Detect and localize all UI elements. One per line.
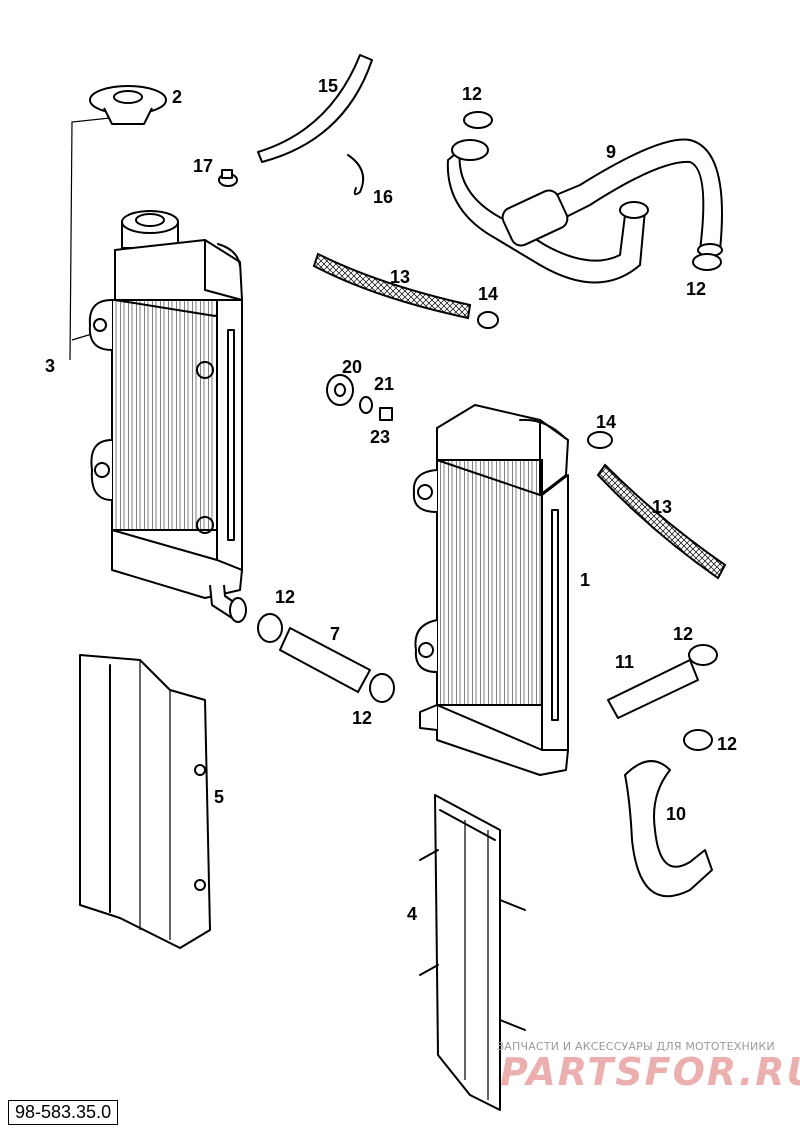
- right-radiator-part: [412, 404, 569, 776]
- callout-1: 1: [580, 570, 590, 590]
- callout-21: 21: [374, 374, 394, 394]
- callout-2: 2: [172, 87, 182, 107]
- left-radiator-part: [88, 210, 247, 623]
- callout-14a: 14: [478, 284, 498, 304]
- callout-7: 7: [330, 624, 340, 644]
- screw-part: [218, 169, 238, 187]
- callout-12d: 12: [673, 624, 693, 644]
- callout-15: 15: [318, 76, 338, 96]
- grommet-washer-screw-parts: [326, 374, 393, 421]
- watermark-tagline: ЗАПЧАСТИ И АКСЕССУАРЫ ДЛЯ МОТОТЕХНИКИ: [497, 1040, 775, 1053]
- callout-13a: 13: [390, 267, 410, 287]
- overflow-hose-lower-part: [596, 463, 727, 580]
- callout-12c: 12: [275, 587, 295, 607]
- callout-5: 5: [214, 787, 224, 807]
- leader-3: [69, 117, 111, 361]
- callout-17: 17: [193, 156, 213, 176]
- vent-hose-part: [257, 54, 373, 163]
- callout-12e: 12: [352, 708, 372, 728]
- small-clamp-upper-part: [477, 311, 499, 329]
- radiator-cap-part: [89, 85, 167, 125]
- callout-9: 9: [606, 142, 616, 162]
- callout-4: 4: [407, 904, 417, 924]
- bent-hose-part: [624, 760, 713, 898]
- callout-13b: 13: [652, 497, 672, 517]
- callout-11: 11: [615, 652, 634, 672]
- callout-10: 10: [666, 804, 686, 824]
- straight-hose-part: [279, 627, 371, 693]
- callout-12b: 12: [686, 279, 706, 299]
- left-shroud-part: [79, 654, 211, 949]
- callout-3: 3: [45, 356, 55, 376]
- hose-clip-part: [347, 154, 364, 196]
- right-shroud-part: [419, 794, 526, 1111]
- watermark-brand: PARTSFOR.RU: [500, 1050, 800, 1094]
- hose-clamp-parts: [257, 111, 722, 751]
- overflow-hose-upper-part: [312, 252, 472, 320]
- callout-20: 20: [342, 357, 362, 377]
- callout-14b: 14: [596, 412, 616, 432]
- callout-12f: 12: [717, 734, 737, 754]
- callout-16: 16: [373, 187, 393, 207]
- callout-23: 23: [370, 427, 390, 447]
- small-clamp-lower-part: [587, 431, 613, 449]
- short-hose-part: [607, 659, 699, 719]
- callout-12a: 12: [462, 84, 482, 104]
- y-hose-part: [446, 138, 723, 284]
- diagram-code: 98-583.35.0: [8, 1100, 119, 1125]
